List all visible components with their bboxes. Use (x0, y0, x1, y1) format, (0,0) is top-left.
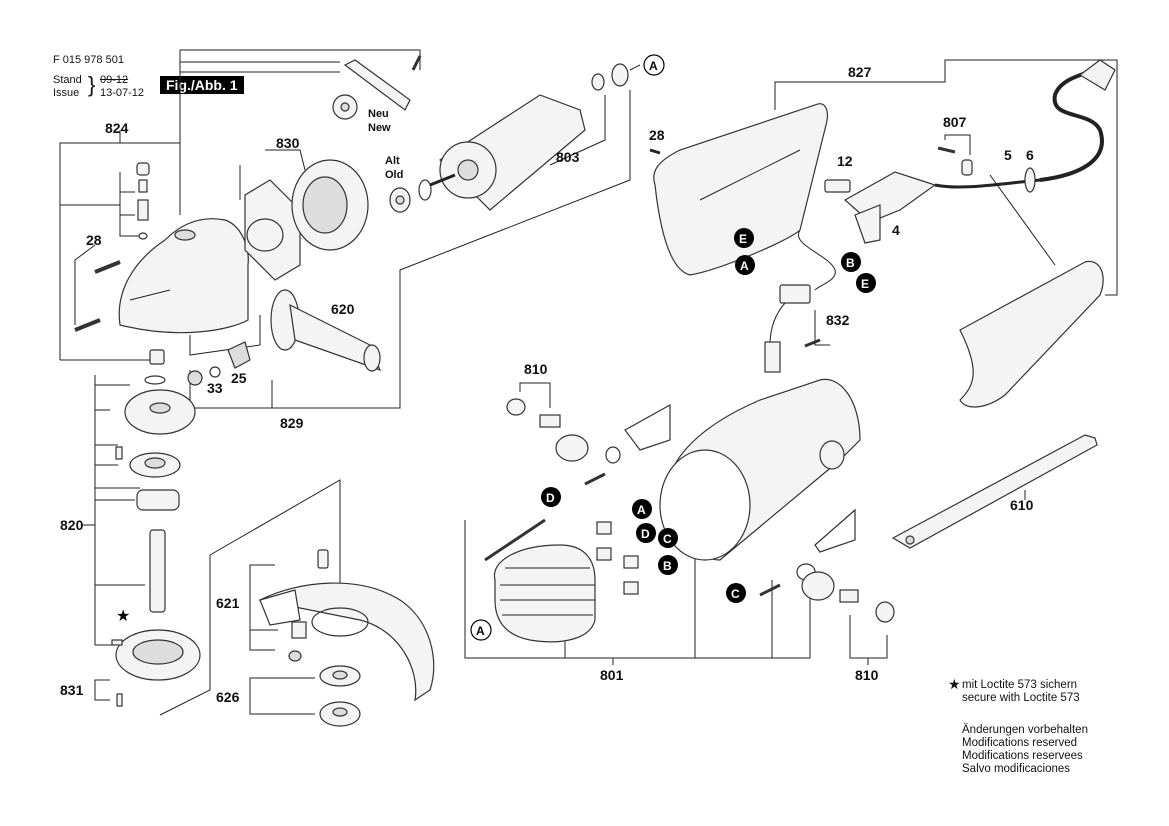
spanner-610 (891, 434, 1098, 549)
callout-610: 610 (1010, 497, 1034, 513)
ref-c-2: C (726, 583, 746, 603)
label-alt: Alt (385, 155, 400, 167)
star-icon: ★ (948, 676, 961, 692)
auxiliary-handle-620 (270, 289, 382, 372)
callout-831: 831 (60, 682, 84, 698)
svg-text:B: B (846, 256, 855, 270)
ref-a-top: A (643, 54, 665, 76)
ref-d-2: D (636, 523, 656, 543)
handle-cover (959, 260, 1104, 408)
callout-12: 12 (837, 153, 853, 169)
carbon-brushes (506, 398, 895, 623)
callout-6: 6 (1026, 147, 1034, 163)
label-old: Old (385, 169, 403, 181)
spindle-assembly-820 (111, 349, 201, 707)
switch-4 (824, 171, 937, 244)
callout-803: 803 (556, 149, 580, 165)
ref-e-1: E (734, 228, 754, 248)
ref-a-3: A (470, 619, 492, 641)
label-new: New (368, 122, 391, 134)
ref-b-1: B (841, 252, 861, 272)
pinion-parts (187, 341, 251, 386)
armature-803 (429, 63, 629, 211)
note-mod-de: Änderungen vorbehalten (962, 724, 1088, 736)
note-mod-es: Salvo modificaciones (962, 763, 1071, 775)
callout-810-top: 810 (524, 361, 548, 377)
svg-text:E: E (861, 277, 869, 291)
handle-housing-827 (649, 103, 828, 276)
callout-28-left: 28 (86, 232, 102, 248)
electronics-832 (764, 229, 836, 373)
ref-e-2: E (856, 273, 876, 293)
issue-date: 13-07-12 (100, 87, 145, 99)
callout-621: 621 (216, 595, 240, 611)
callout-25: 25 (231, 370, 247, 386)
screw-28-left (74, 260, 121, 332)
note-mod-en: Modifications reserved (962, 737, 1078, 749)
svg-text:A: A (476, 624, 485, 638)
loctite-star-marker: ★ (116, 608, 130, 625)
bearing-plate-830 (244, 159, 369, 281)
svg-text:A: A (649, 59, 658, 73)
ref-a-2: A (632, 499, 652, 519)
figure-label: Fig./Abb. 1 (160, 76, 244, 94)
flanges-626 (319, 665, 361, 727)
callout-33: 33 (207, 380, 223, 396)
callout-28-right: 28 (649, 127, 665, 143)
callout-626: 626 (216, 689, 240, 705)
svg-text:D: D (641, 527, 650, 541)
field-coil-801 (484, 518, 596, 643)
note-mod-fr: Modifications reservees (962, 750, 1083, 762)
ref-c-1: C (658, 528, 678, 548)
svg-text:A: A (637, 503, 646, 517)
guard-621 (258, 549, 435, 702)
callout-807: 807 (943, 114, 967, 130)
svg-text:C: C (663, 532, 672, 546)
note-loctite-de: mit Loctite 573 sichern (962, 679, 1078, 691)
ref-a-1: A (735, 255, 755, 275)
brace: } (88, 72, 96, 97)
old-date: 09-12 (100, 74, 129, 86)
gear-housing (118, 218, 249, 334)
callout-829: 829 (280, 415, 304, 431)
callout-827: 827 (848, 64, 872, 80)
connection-refs: A E A B E D A D C B A C (470, 54, 876, 641)
spindle-lock-parts (136, 162, 150, 240)
svg-text:D: D (546, 491, 555, 505)
motor-housing (659, 378, 861, 561)
callout-810-bottom: 810 (855, 667, 879, 683)
leader-lines (59, 49, 1118, 716)
label-neu: Neu (368, 108, 389, 120)
cord-5-6 (934, 59, 1116, 193)
callout-801: 801 (600, 667, 624, 683)
svg-text:E: E (739, 232, 747, 246)
callout-5: 5 (1004, 147, 1012, 163)
connector-plugs (596, 521, 639, 595)
stand-label: Stand (53, 74, 82, 86)
svg-text:B: B (663, 559, 672, 573)
callout-numbers: 824 830 803 28 28 620 25 33 829 820 831 … (60, 64, 1034, 705)
bearings-top (332, 55, 432, 213)
ref-b-2: B (658, 555, 678, 575)
svg-text:C: C (731, 587, 740, 601)
callout-830: 830 (276, 135, 300, 151)
callout-824: 824 (105, 120, 129, 136)
callout-620: 620 (331, 301, 355, 317)
callout-820: 820 (60, 517, 84, 533)
svg-text:A: A (740, 259, 749, 273)
callout-4: 4 (892, 222, 900, 238)
diamond-labels (624, 403, 856, 553)
issue-label: Issue (53, 87, 80, 99)
callout-832: 832 (826, 312, 850, 328)
document-number: F 015 978 501 (53, 54, 124, 66)
ref-d-1: D (541, 487, 561, 507)
note-loctite-en: secure with Loctite 573 (962, 692, 1080, 704)
